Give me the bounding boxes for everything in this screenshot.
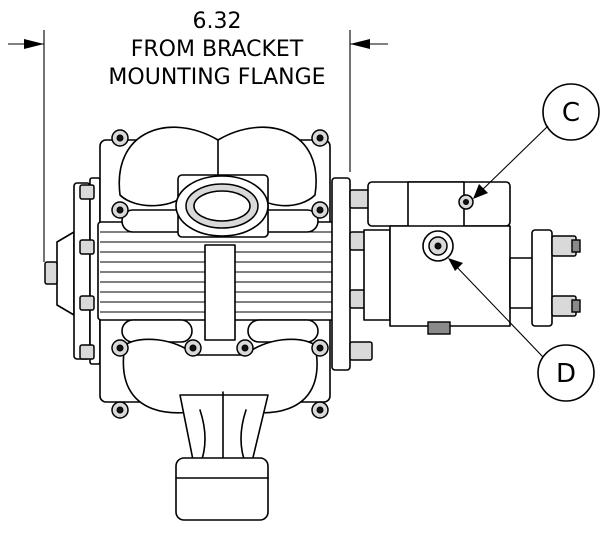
callout-d-letter: D bbox=[556, 359, 576, 389]
bottom-manifold bbox=[122, 338, 318, 521]
dimension-line-2: FROM BRACKET bbox=[131, 37, 304, 62]
callout-d-bubble bbox=[537, 344, 595, 402]
dimension-annotation: 6.32 FROM BRACKET MOUNTING FLANGE bbox=[8, 9, 388, 262]
dimension-line-3: MOUNTING FLANGE bbox=[108, 65, 325, 90]
right-bracket bbox=[367, 181, 581, 335]
callout-c-leader bbox=[477, 125, 549, 195]
left-end-cap bbox=[44, 177, 101, 365]
callout-c: C bbox=[473, 83, 600, 199]
arrow-left-icon bbox=[24, 39, 44, 49]
pump-body bbox=[97, 139, 337, 403]
body-bolts bbox=[79, 129, 329, 419]
arrow-right-icon bbox=[350, 39, 370, 49]
mounting-flange bbox=[331, 177, 391, 371]
callout-d-leader bbox=[451, 261, 544, 358]
top-manifold bbox=[118, 126, 317, 238]
callout-d-arrow-icon bbox=[448, 258, 463, 271]
callout-c-bubble bbox=[542, 83, 600, 141]
callout-c-letter: C bbox=[562, 98, 580, 128]
dimension-value: 6.32 bbox=[193, 9, 242, 34]
callout-c-arrow-icon bbox=[473, 184, 488, 199]
callout-d: D bbox=[448, 258, 595, 402]
